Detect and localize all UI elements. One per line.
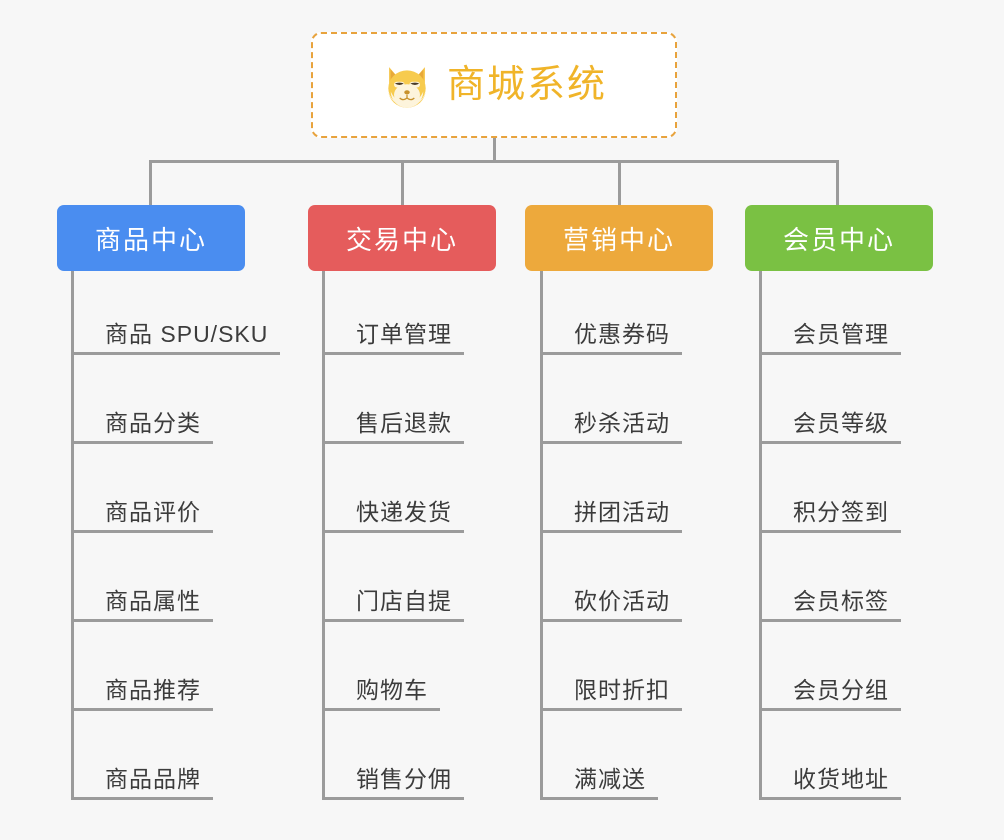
- leaf-item-underline: [322, 530, 464, 533]
- leaf-item-label: 优惠券码: [574, 321, 670, 347]
- connector-bus: [149, 160, 839, 163]
- leaf-item-underline: [759, 708, 901, 711]
- leaf-item-label: 快递发货: [356, 499, 452, 525]
- leaf-item-underline: [759, 352, 901, 355]
- leaf-item-label: 售后退款: [356, 410, 452, 436]
- leaf-item-underline: [71, 441, 213, 444]
- leaf-item-label: 销售分佣: [356, 766, 452, 792]
- leaf-item-underline: [322, 619, 464, 622]
- leaf-item-underline: [71, 797, 213, 800]
- leaf-item-underline: [759, 797, 901, 800]
- leaf-item-underline: [540, 441, 682, 444]
- column-spine-2: [322, 271, 325, 800]
- leaf-item-underline: [322, 708, 440, 711]
- leaf-item-label: 商品评价: [105, 499, 201, 525]
- leaf-item-label: 会员标签: [793, 588, 889, 614]
- leaf-item-label: 限时折扣: [574, 677, 670, 703]
- leaf-item-underline: [759, 619, 901, 622]
- leaf-item-label: 收货地址: [793, 766, 889, 792]
- category-box-2[interactable]: 交易中心: [308, 205, 496, 271]
- leaf-item-label: 砍价活动: [574, 588, 670, 614]
- leaf-item-label: 商品推荐: [105, 677, 201, 703]
- leaf-item-label: 商品品牌: [105, 766, 201, 792]
- leaf-item-label: 秒杀活动: [574, 410, 670, 436]
- category-box-3[interactable]: 营销中心: [525, 205, 713, 271]
- leaf-item-underline: [540, 708, 682, 711]
- leaf-item-underline: [71, 352, 280, 355]
- leaf-item-underline: [759, 441, 901, 444]
- column-spine-1: [71, 271, 74, 800]
- leaf-item-underline: [71, 708, 213, 711]
- root-node[interactable]: 商城系统: [311, 32, 677, 138]
- category-box-4[interactable]: 会员中心: [745, 205, 933, 271]
- leaf-item-underline: [322, 352, 464, 355]
- leaf-item-underline: [540, 352, 682, 355]
- connector-drop-1: [149, 160, 152, 208]
- leaf-item-underline: [71, 530, 213, 533]
- leaf-item-underline: [759, 530, 901, 533]
- leaf-item-underline: [540, 797, 658, 800]
- connector-drop-3: [618, 160, 621, 208]
- leaf-item-underline: [540, 619, 682, 622]
- shiba-dog-icon: [388, 67, 426, 108]
- connector-root-stem: [493, 138, 496, 162]
- leaf-item-label: 满减送: [574, 766, 646, 792]
- leaf-item-label: 门店自提: [356, 588, 452, 614]
- column-spine-4: [759, 271, 762, 800]
- leaf-item-underline: [540, 530, 682, 533]
- leaf-item-label: 会员管理: [793, 321, 889, 347]
- connector-drop-2: [401, 160, 404, 208]
- category-label-1: 商品中心: [94, 224, 207, 255]
- leaf-item-label: 商品属性: [105, 588, 201, 614]
- column-spine-3: [540, 271, 543, 800]
- category-label-2: 交易中心: [345, 224, 458, 255]
- category-label-3: 营销中心: [562, 224, 675, 255]
- leaf-item-underline: [322, 797, 464, 800]
- leaf-item-label: 购物车: [356, 677, 428, 703]
- leaf-item-label: 积分签到: [793, 499, 889, 525]
- leaf-item-label: 拼团活动: [574, 499, 670, 525]
- leaf-item-label: 商品 SPU/SKU: [105, 321, 269, 347]
- leaf-item-label: 订单管理: [356, 321, 452, 347]
- category-label-4: 会员中心: [782, 224, 895, 255]
- leaf-item-underline: [322, 441, 464, 444]
- leaf-item-underline: [71, 619, 213, 622]
- leaf-item-label: 商品分类: [105, 410, 201, 436]
- root-title: 商城系统: [446, 64, 607, 106]
- connector-drop-4: [836, 160, 839, 208]
- leaf-item-label: 会员分组: [793, 677, 889, 703]
- leaf-item-label: 会员等级: [793, 410, 889, 436]
- category-box-1[interactable]: 商品中心: [57, 205, 245, 271]
